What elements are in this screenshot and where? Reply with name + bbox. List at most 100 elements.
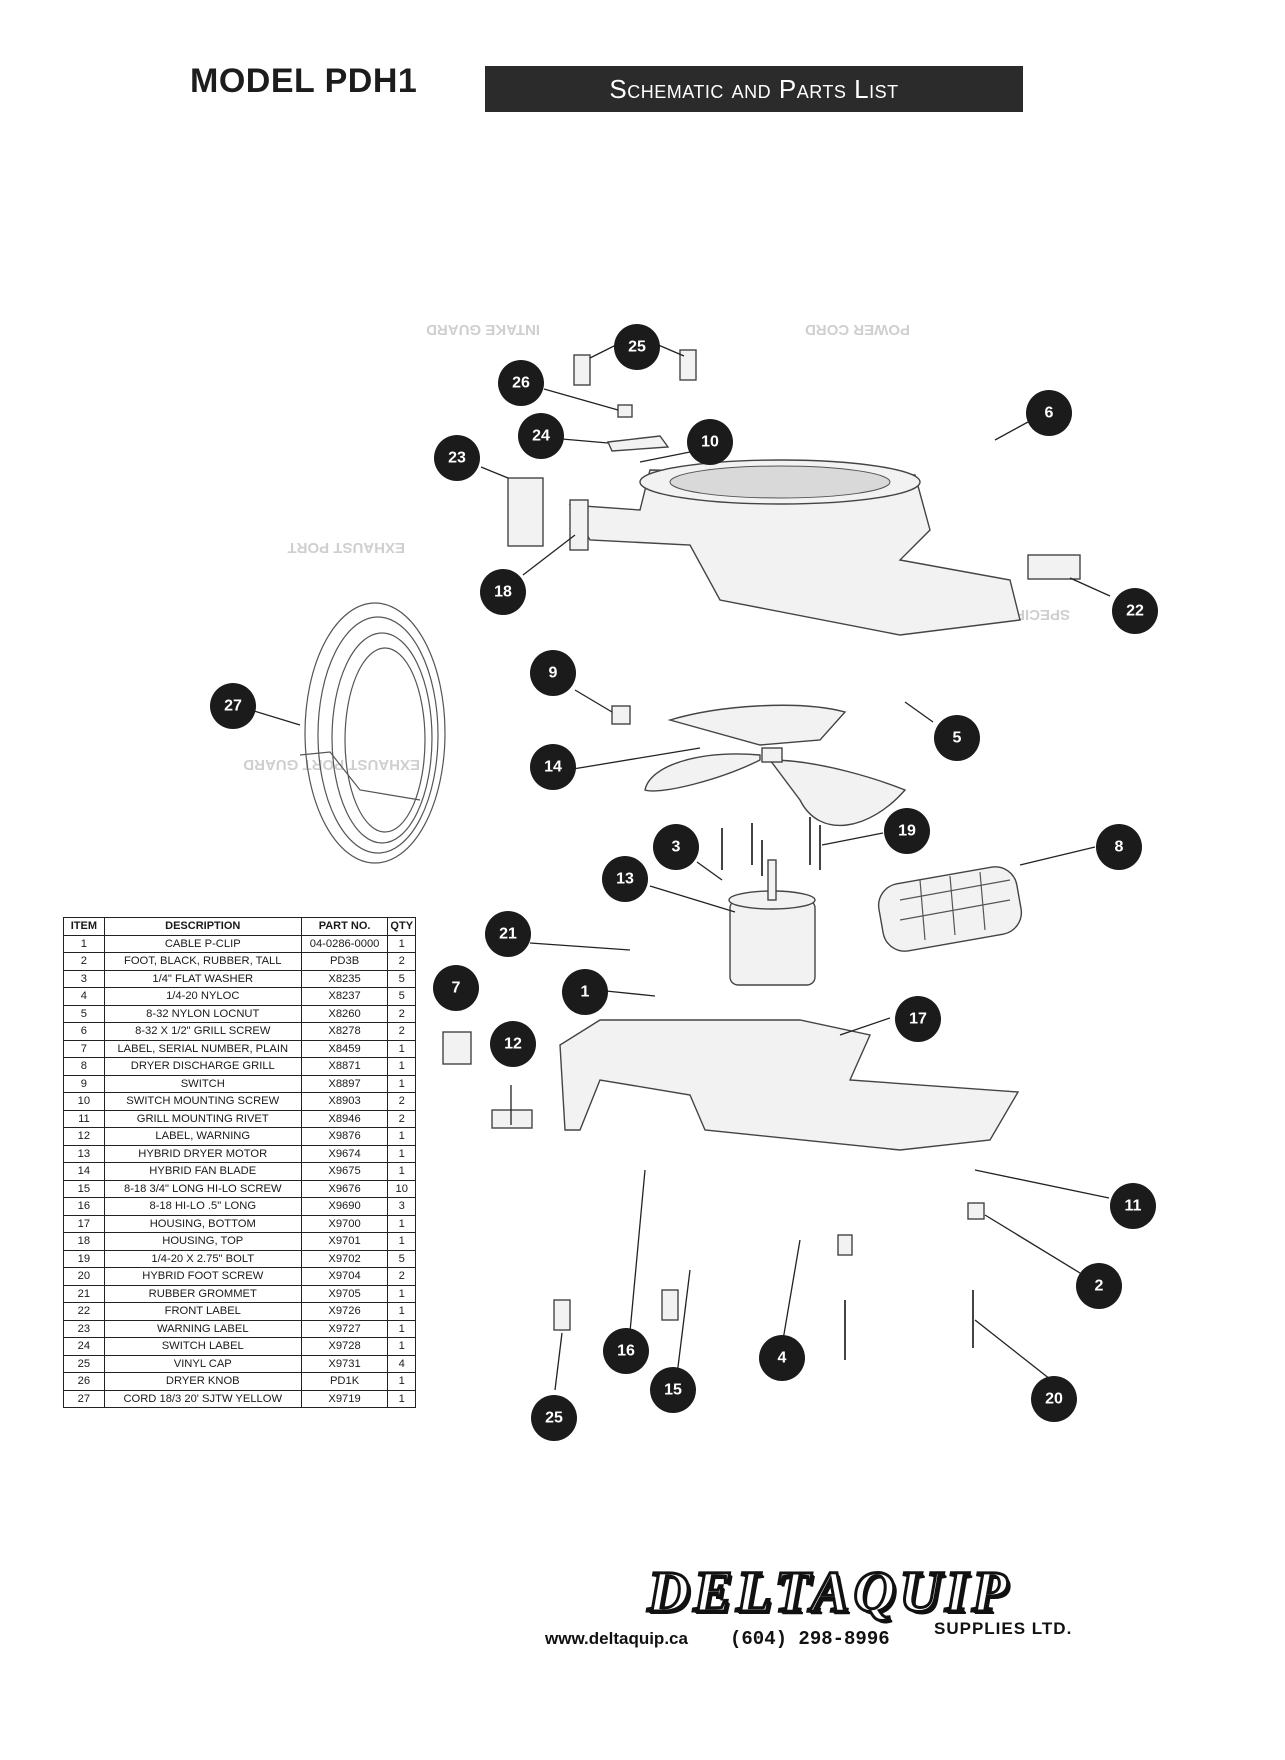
cell-part-no: X9676 — [300, 1179, 389, 1198]
cell-part-no: X9728 — [300, 1337, 389, 1356]
callout-17: 17 — [895, 996, 941, 1042]
cell-item: 17 — [63, 1214, 105, 1233]
callout-9: 9 — [530, 650, 576, 696]
callout-10: 10 — [687, 419, 733, 465]
header-qty: QTY — [387, 917, 416, 936]
callout-14: 14 — [530, 744, 576, 790]
svg-text:16: 16 — [617, 1343, 635, 1360]
cell-qty: 1 — [387, 1337, 416, 1356]
model-title: MODEL PDH1 — [190, 62, 418, 100]
cell-part-no: X8871 — [300, 1057, 389, 1076]
cell-item: 12 — [63, 1127, 105, 1146]
cell-item: 9 — [63, 1074, 105, 1093]
svg-text:19: 19 — [898, 823, 916, 840]
cell-part-no: 04-0286-0000 — [300, 934, 389, 953]
svg-text:6: 6 — [1045, 405, 1054, 422]
company-tagline: SUPPLIES LTD. — [934, 1619, 1073, 1638]
cell-description: HYBRID FOOT SCREW — [103, 1267, 302, 1286]
fasteners — [553, 1202, 985, 1360]
callout-16: 16 — [603, 1328, 649, 1374]
svg-text:24: 24 — [532, 428, 550, 445]
cell-qty: 1 — [387, 1319, 416, 1338]
cell-qty: 1 — [387, 1074, 416, 1093]
cell-item: 18 — [63, 1232, 105, 1251]
cell-description: 8-32 NYLON LOCNUT — [103, 1004, 302, 1023]
warning-label-part — [507, 477, 544, 547]
cell-description: SWITCH LABEL — [103, 1337, 302, 1356]
cell-qty: 2 — [387, 1022, 416, 1041]
faint-label-intake-guard: INTAKE GUARD — [426, 321, 540, 338]
svg-text:8: 8 — [1115, 839, 1124, 856]
dryer-motor — [728, 859, 816, 986]
callout-26: 26 — [498, 360, 544, 406]
switch-label-part — [606, 435, 670, 452]
cell-item: 2 — [63, 952, 105, 971]
cell-part-no: X8235 — [300, 969, 389, 988]
callout-12: 12 — [490, 1021, 536, 1067]
header-description: DESCRIPTION — [103, 917, 302, 936]
cell-qty: 1 — [387, 1057, 416, 1076]
vinyl-cap-part-2 — [679, 349, 697, 381]
cell-part-no: X9731 — [300, 1354, 389, 1373]
cell-qty: 1 — [387, 1144, 416, 1163]
callout-2: 2 — [1076, 1263, 1122, 1309]
cell-description: DRYER DISCHARGE GRILL — [103, 1057, 302, 1076]
svg-text:4: 4 — [778, 1350, 787, 1367]
cell-qty: 2 — [387, 1267, 416, 1286]
callout-13: 13 — [602, 856, 648, 902]
cell-part-no: X8459 — [300, 1039, 389, 1058]
faint-label-exhaust-port-guard: EXHAUST PORT GUARD — [243, 756, 420, 773]
callout-7: 7 — [433, 965, 479, 1011]
cell-description: LABEL, WARNING — [103, 1127, 302, 1146]
cell-description: 8-18 3/4" LONG HI-LO SCREW — [103, 1179, 302, 1198]
deltaquip-logo: DELTAQUIP — [646, 1557, 1012, 1625]
callout-15: 15 — [650, 1367, 696, 1413]
cell-item: 21 — [63, 1284, 105, 1303]
svg-text:25: 25 — [545, 1410, 563, 1427]
callout-19: 19 — [884, 808, 930, 854]
cell-item: 27 — [63, 1389, 105, 1408]
callout-23: 23 — [434, 435, 480, 481]
cell-description: HYBRID FAN BLADE — [103, 1162, 302, 1181]
callout-21: 21 — [485, 911, 531, 957]
callout-25-top: 25 — [614, 324, 660, 370]
cell-part-no: X8260 — [300, 1004, 389, 1023]
cell-description: WARNING LABEL — [103, 1319, 302, 1338]
svg-text:22: 22 — [1126, 603, 1144, 620]
cell-part-no: X8237 — [300, 987, 389, 1006]
serial-label-part — [442, 1031, 472, 1065]
cell-qty: 1 — [387, 1389, 416, 1408]
cell-qty: 1 — [387, 1127, 416, 1146]
cell-item: 14 — [63, 1162, 105, 1181]
website-link[interactable]: www.deltaquip.ca — [545, 1629, 688, 1648]
cell-part-no: PD3B — [300, 952, 389, 971]
cell-part-no: X9704 — [300, 1267, 389, 1286]
cell-part-no: X9701 — [300, 1232, 389, 1251]
faint-label-exhaust-port: EXHAUST PORT — [287, 539, 405, 556]
cell-description: VINYL CAP — [103, 1354, 302, 1373]
cell-qty: 5 — [387, 969, 416, 988]
cell-qty: 1 — [387, 1302, 416, 1321]
cell-qty: 2 — [387, 952, 416, 971]
cell-item: 24 — [63, 1337, 105, 1356]
cell-qty: 3 — [387, 1197, 416, 1216]
fan-blade — [644, 704, 907, 827]
callout-8: 8 — [1096, 824, 1142, 870]
callout-1: 1 — [562, 969, 608, 1015]
cell-description: LABEL, SERIAL NUMBER, PLAIN — [103, 1039, 302, 1058]
svg-text:26: 26 — [512, 375, 530, 392]
